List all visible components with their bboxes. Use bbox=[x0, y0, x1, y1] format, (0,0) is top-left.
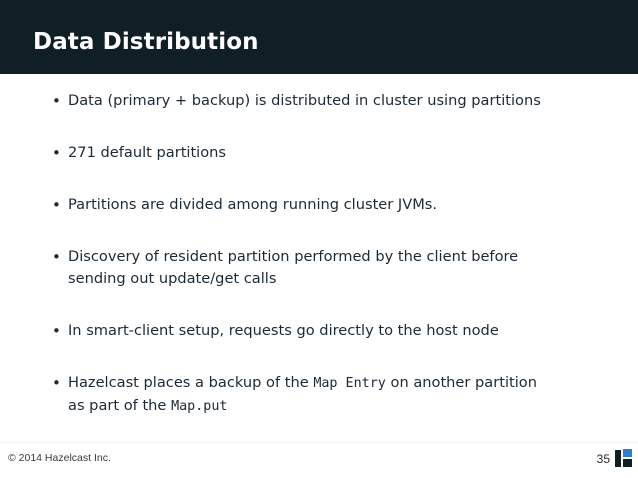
logo-square-bottom-shape bbox=[623, 459, 632, 467]
bullet-marker-icon: • bbox=[52, 144, 61, 162]
bullet-item: • 271 default partitions bbox=[52, 142, 597, 164]
bullet-item: • Partitions are divided among running cl… bbox=[52, 194, 597, 216]
page-number: 35 bbox=[596, 451, 610, 466]
bullet-line: Data (primary + backup) is distributed i… bbox=[68, 92, 541, 109]
bullet-list: • Data (primary + backup) is distributed … bbox=[52, 90, 597, 448]
code-term: Map Entry bbox=[313, 376, 386, 391]
bullet-line: Partitions are divided among running clu… bbox=[68, 196, 438, 213]
bullet-item: • Discovery of resident partition perform… bbox=[52, 246, 597, 290]
bullet-text: Data (primary + backup) is distributed i… bbox=[68, 90, 597, 112]
bullet-marker-icon: • bbox=[52, 374, 61, 392]
bullet-marker-icon: • bbox=[52, 248, 61, 266]
bullet-text: 271 default partitions bbox=[68, 142, 597, 164]
logo-bar-shape bbox=[615, 450, 621, 467]
copyright-text: © 2014 Hazelcast Inc. bbox=[8, 452, 111, 464]
bullet-text: Hazelcast places a backup of the Map Ent… bbox=[68, 372, 597, 418]
page-title: Data Distribution bbox=[33, 29, 259, 55]
logo-square-top-shape bbox=[623, 449, 632, 457]
bullet-text: Discovery of resident partition performe… bbox=[68, 246, 597, 290]
footer-right-group: 35 bbox=[597, 449, 634, 468]
bullet-item: • Hazelcast places a backup of the Map En… bbox=[52, 372, 597, 418]
bullet-item: • In smart-client setup, requests go dire… bbox=[52, 320, 597, 342]
slide-header: Data Distribution bbox=[0, 0, 638, 74]
bullet-line: Hazelcast places a backup of the Map Ent… bbox=[68, 374, 537, 391]
bullet-marker-icon: • bbox=[52, 322, 61, 340]
bullet-item: • Data (primary + backup) is distributed … bbox=[52, 90, 597, 112]
code-term: Map.put bbox=[171, 399, 228, 414]
bullet-marker-icon: • bbox=[52, 196, 61, 214]
bullet-line: In smart-client setup, requests go direc… bbox=[68, 322, 499, 339]
bullet-marker-icon: • bbox=[52, 92, 61, 110]
footer-divider bbox=[0, 442, 638, 443]
bullet-text: In smart-client setup, requests go direc… bbox=[68, 320, 597, 342]
bullet-line: as part of the Map.put bbox=[68, 397, 228, 414]
slide-footer: © 2014 Hazelcast Inc. 35 bbox=[0, 442, 638, 478]
hazelcast-logo-icon bbox=[615, 449, 634, 468]
bullet-line: sending out update/get calls bbox=[68, 270, 277, 287]
bullet-line: 271 default partitions bbox=[68, 144, 227, 161]
bullet-line: Discovery of resident partition performe… bbox=[68, 248, 519, 265]
bullet-text: Partitions are divided among running clu… bbox=[68, 194, 597, 216]
